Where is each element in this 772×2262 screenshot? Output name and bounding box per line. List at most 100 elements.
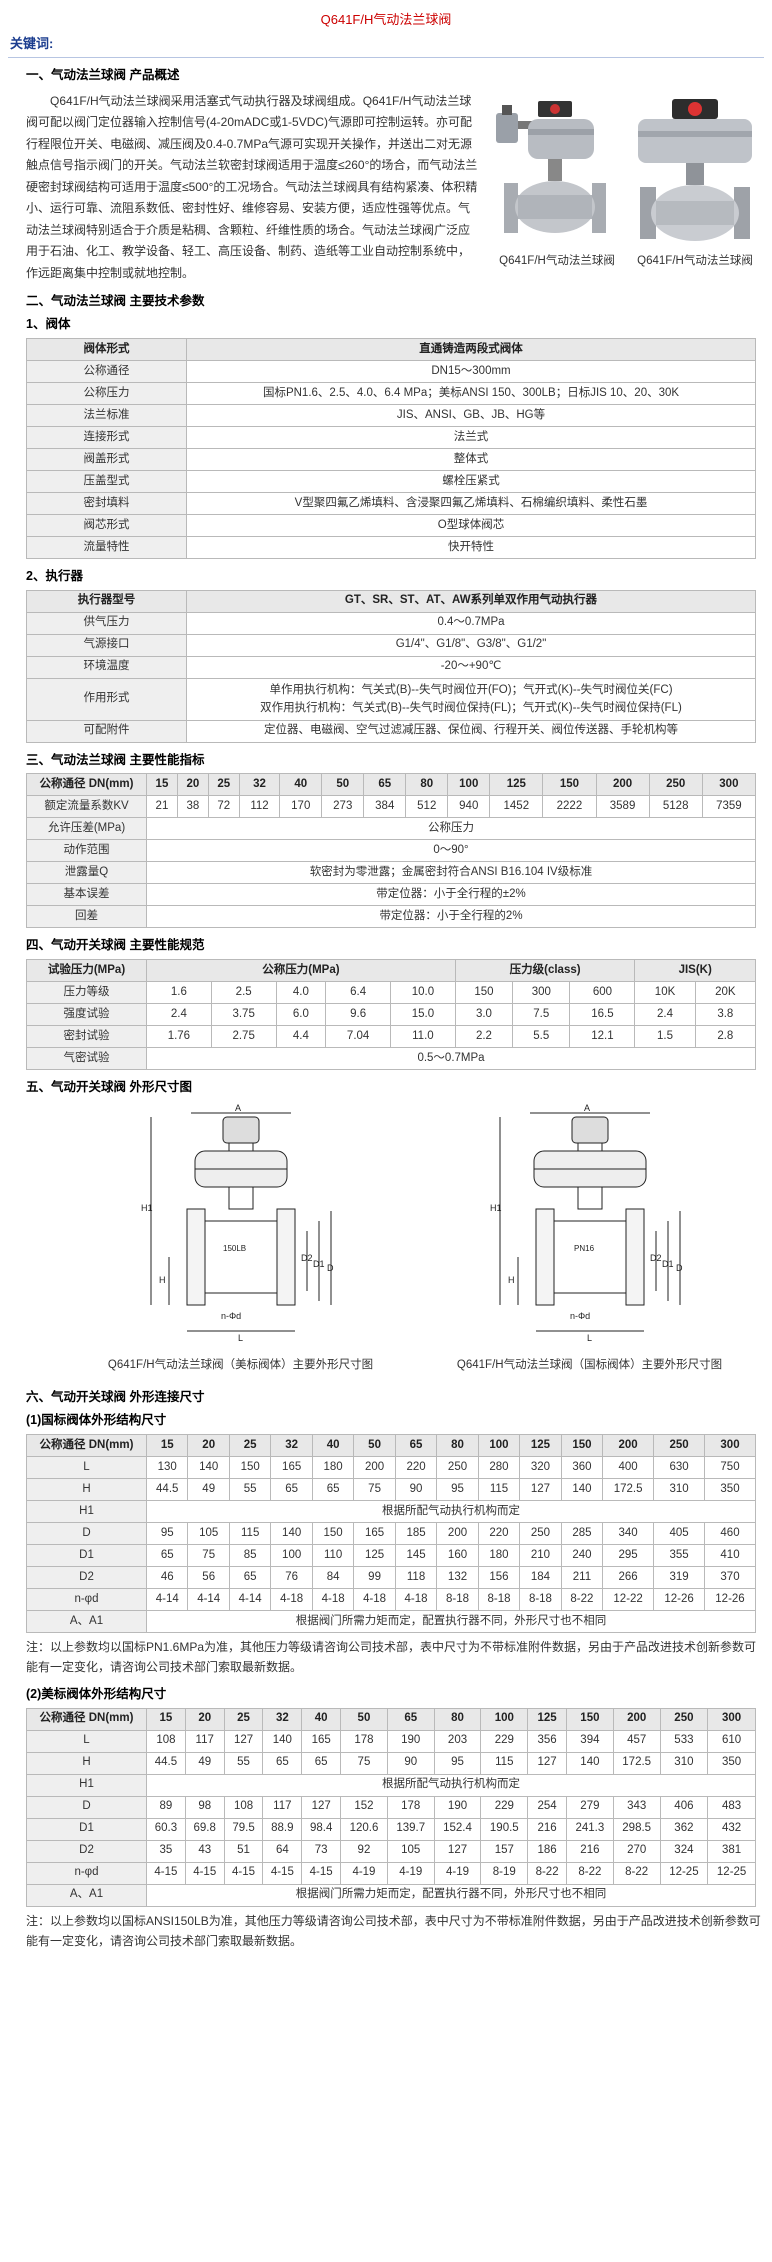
table-cell: 12-25 [659, 1861, 709, 1885]
table-header-cell: 250 [659, 1707, 709, 1731]
table-header-cell: JIS(K) [634, 959, 756, 982]
table-row: 允许压差(MPa)公称压力 [26, 817, 756, 841]
table-cell: 整体式 [186, 447, 756, 471]
table-header-cell: 50 [321, 773, 365, 797]
actuator-subheading: 2、执行器 [26, 568, 83, 583]
drawing-ansi-caption: Q641F/H气动法兰球阀（美标阀体）主要外形尺寸图 [107, 1359, 374, 1371]
svg-text:n-Φd: n-Φd [570, 1311, 590, 1321]
table-header-cell: 100 [480, 1707, 529, 1731]
table-header-cell: 25 [207, 773, 240, 797]
table-cell: 384 [363, 795, 407, 819]
table-cell: 115 [228, 1521, 272, 1545]
table-cell: 4-18 [270, 1587, 313, 1611]
table-cell: 266 [602, 1565, 655, 1589]
table-cell: 单作用执行机构：气关式(B)--失气时阀位开(FO)；气开式(K)--失气时阀位… [186, 677, 756, 721]
table-header-cell: 300 [701, 773, 757, 797]
svg-text:H: H [159, 1275, 166, 1285]
table-cell: H [26, 1477, 147, 1501]
table-cell: H1 [26, 1499, 147, 1523]
product-photos: Q641F/H气动法兰球阀 Q641F/H气动法兰球阀 [488, 95, 764, 285]
table-cell: 600 [569, 981, 636, 1004]
table-header-cell: 100 [477, 1433, 521, 1457]
table-cell: 185 [394, 1521, 438, 1545]
product-photo-1-caption: Q641F/H气动法兰球阀 [499, 254, 615, 267]
table-cell: 44.5 [145, 1477, 189, 1501]
table-cell: 250 [519, 1521, 562, 1545]
table-cell: 环境温度 [26, 655, 187, 679]
table-cell: 2.5 [210, 981, 277, 1004]
table-cell: 140 [560, 1477, 604, 1501]
table-cell: 120.6 [340, 1817, 388, 1841]
drawing-gb: A PN16 H1 H D2 D1 D L n-Φd Q641F/H气动法兰球阀… [415, 1101, 764, 1375]
table-cell: 法兰标准 [26, 403, 187, 427]
table-cell: 186 [527, 1839, 567, 1863]
table-cell: 140 [566, 1751, 614, 1775]
table-cell: 0.4～0.7MPa [186, 611, 756, 635]
table-cell: 4.4 [275, 1025, 327, 1048]
table-header-row: 执行器型号 GT、SR、ST、AT、AW系列单双作用气动执行器 [26, 589, 756, 613]
table-cell: 56 [187, 1565, 230, 1589]
table-cell: 140 [187, 1455, 230, 1479]
table-cell: 100 [270, 1543, 313, 1567]
table-cell: 2.75 [210, 1025, 277, 1048]
table-cell: 220 [394, 1455, 438, 1479]
table-header-cell: 直通铸造两段式阀体 [186, 337, 756, 361]
svg-text:150LB: 150LB [223, 1244, 246, 1253]
table-header-cell: 300 [707, 1707, 756, 1731]
table-cell: 79.5 [223, 1817, 264, 1841]
table-cell: 127 [519, 1477, 562, 1501]
table-cell: 157 [480, 1839, 529, 1863]
table-header-cell: GT、SR、ST、AT、AW系列单双作用气动执行器 [186, 589, 756, 613]
table-cell: 阀芯形式 [26, 513, 187, 537]
table-cell: n-φd [26, 1587, 147, 1611]
table-cell: 229 [480, 1795, 529, 1819]
ansi-dimensions-note: 注：以上参数均以国标ANSI150LB为准，其他压力等级请咨询公司技术部，表中尺… [26, 1913, 761, 1948]
table-cell: 127 [223, 1729, 264, 1753]
table-cell: 65 [262, 1751, 303, 1775]
table-cell: 630 [653, 1455, 705, 1479]
table-cell: 115 [480, 1751, 529, 1775]
table-header-cell: 40 [279, 773, 323, 797]
table-cell: 190.5 [480, 1817, 529, 1841]
table-header-cell: 250 [653, 1433, 705, 1457]
table-cell: 210 [519, 1543, 562, 1567]
table-cell: 0.5～0.7MPa [146, 1047, 756, 1070]
table-cell: 快开特性 [186, 535, 756, 559]
table-cell: G1/4"、G1/8"、G3/8"、G1/2" [186, 633, 756, 657]
table-row: 阀盖形式整体式 [26, 447, 756, 471]
table-header-cell: 40 [311, 1433, 355, 1457]
svg-text:n-Φd: n-Φd [221, 1311, 241, 1321]
table-cell: 65 [270, 1477, 313, 1501]
table-cell: 带定位器：小于全行程的2% [146, 905, 756, 929]
table-cell: 基本误差 [26, 883, 147, 907]
table-cell: 108 [223, 1795, 264, 1819]
svg-text:D2: D2 [301, 1253, 313, 1263]
section-tech-params-heading: 二、气动法兰球阀 主要技术参数 [26, 294, 205, 309]
table-cell: JIS、ANSI、GB、JB、HG等 [186, 403, 756, 427]
table-cell: 355 [653, 1543, 705, 1567]
overview-block: Q641F/H气动法兰球阀采用活塞式气动执行器及球阀组成。Q641F/H气动法兰… [26, 89, 764, 285]
table-cell: 105 [386, 1839, 435, 1863]
table-row: 回差带定位器：小于全行程的2% [26, 905, 756, 929]
table-cell: 127 [527, 1751, 567, 1775]
table-row: 压盖型式螺栓压紧式 [26, 469, 756, 493]
table-header-cell: 15 [145, 1433, 189, 1457]
table-cell: 203 [433, 1729, 482, 1753]
svg-text:D1: D1 [662, 1259, 674, 1269]
gb-dimensions-title: (1)国标阀体外形结构尺寸 [26, 1413, 167, 1427]
keywords-label: 关键词: [8, 34, 764, 58]
